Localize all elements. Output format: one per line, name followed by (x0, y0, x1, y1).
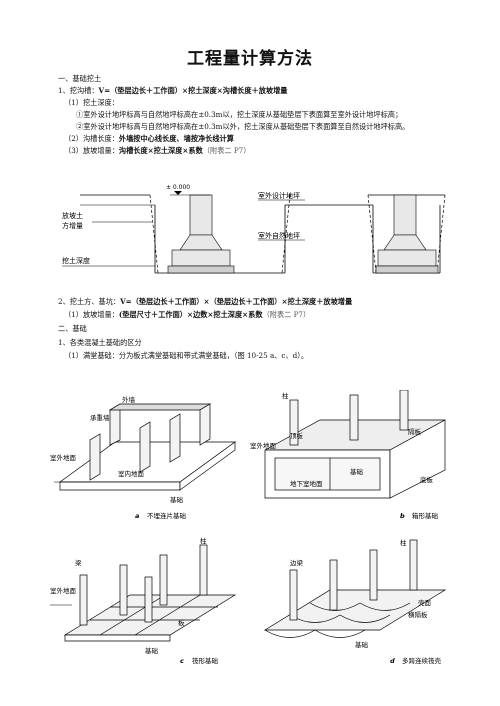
panel-c-label-foundation: 基础 (145, 646, 159, 655)
excavation-depth-label: 挖土深度 (62, 256, 90, 265)
outdoor-design-grade-label: 室外设计地坪 (258, 191, 300, 200)
foundation-panel-b: 柱 顶板 隔板 室外地面 基础 地下室地面 底板 b 箱形基础 (250, 390, 446, 520)
foundation-panel-a: 外墙 承重墙 室外地面 室内地面 基础 a 不埋连片基础 (50, 395, 237, 520)
slope-increment-label-1: 放坡土 (62, 211, 83, 220)
depth-heading: （1）挖土深度： (64, 98, 119, 107)
panel-a-label-foundation: 基础 (170, 495, 184, 504)
trench-length-line: （2）沟槽长度：外墙按中心线长度、墙按净长线计算 (64, 134, 234, 143)
panel-c-caption: 筏形基础 (192, 656, 219, 665)
panel-b-label-partition: 隔板 (408, 427, 422, 436)
slope-increment-note: （附表二 P7） (202, 146, 251, 155)
panel-b-label-foundation: 基础 (350, 467, 364, 476)
foundation-panel-d: 柱 边梁 壳面 横隔板 基础 d 多跨连续筏壳 (263, 538, 447, 665)
panel-b-label-bottom-slab: 底板 (420, 475, 434, 484)
slope-increment-line: （3）放坡增量：沟槽长度×挖土深度×系数（附表二 P7） (64, 146, 250, 155)
raft-foundation-desc: （1）满堂基础：分为板式满堂基础和带式满堂基础，（图 10-25 a、c、d）。 (64, 351, 309, 360)
panel-b-label-roof-slab: 顶板 (290, 431, 304, 440)
pit-formula-line: 2、挖土方、基坑：V=（垫层边长＋工作面）×（垫层边长＋工作面）×挖土深度＋放坡… (58, 297, 352, 306)
slope-increment-label-2: 方增量 (62, 221, 83, 230)
section-heading-foundation: 二、基础 (58, 324, 87, 333)
pit-slope-note: （附表二 P7） (262, 310, 311, 319)
panel-c-label-slab: 板 (178, 618, 185, 627)
panel-a-label-outdoor-ground: 室外地面 (50, 453, 77, 462)
panel-d-label-column: 柱 (400, 538, 407, 547)
outdoor-natural-grade-label: 室外自然地坪 (258, 231, 300, 240)
panel-b-letter: b (400, 512, 405, 520)
panel-a-label-bearing-wall: 承重墙 (90, 413, 110, 422)
panel-a-label-indoor-ground: 室内地面 (118, 469, 145, 478)
pit-slope-label: （1）放坡增量： (64, 310, 119, 319)
panel-b-label-basement-floor: 地下室地面 (290, 479, 323, 488)
depth-rule-1: ①室外设计地坪标高与自然地坪标高在±0.3m以，挖土深度从基础垫层下表面算至室外… (76, 110, 403, 119)
panel-d-caption: 多跨连续筏壳 (402, 656, 442, 665)
panel-a-label-exterior-wall: 外墙 (122, 395, 136, 404)
pit-formula: V=（垫层边长＋工作面）×（垫层边长＋工作面）×挖土深度＋放坡增量 (120, 297, 353, 306)
panel-c-label-column: 柱 (200, 536, 207, 545)
slope-increment-formula: 沟槽长度×挖土深度×系数 (118, 146, 203, 155)
panel-c-label-outdoor-ground: 室外地面 (50, 586, 77, 595)
panel-b-label-column: 柱 (282, 391, 289, 400)
panel-b-caption: 箱形基础 (412, 511, 439, 520)
panel-d-label-shell: 壳面 (418, 598, 432, 607)
panel-b-label-outdoor-ground: 室外地面 (250, 441, 277, 450)
trench-label: 1、挖沟槽： (58, 86, 99, 95)
trench-length-rule: 外墙按中心线长度、墙按净长线计算 (118, 134, 234, 143)
concrete-foundation-heading: 1、各类混凝土基础的区分 (58, 338, 142, 347)
foundation-panel-c: 柱 梁 室外地面 板 基础 c 筏形基础 (50, 536, 237, 665)
trench-formula-line: 1、挖沟槽：V=（垫层边长＋工作面）×挖土深度×沟槽长度＋放坡增量 (58, 86, 287, 95)
document-title: 工程量计算方法 (187, 49, 313, 69)
trench-formula: V=（垫层边长＋工作面）×挖土深度×沟槽长度＋放坡增量 (98, 86, 288, 95)
pit-slope-line: （1）放坡增量：(垫层尺寸＋工作面）×边数×挖土深度×系数（附表二 P7） (64, 310, 310, 319)
elevation-label: ± 0.000 (166, 184, 190, 191)
footing-right (375, 194, 439, 274)
pit-label: 2、挖土方、基坑： (58, 297, 121, 306)
panel-a-letter: a (135, 512, 139, 520)
trench-length-label: （2）沟槽长度： (64, 134, 119, 143)
footing-left (167, 194, 235, 274)
panel-c-letter: c (180, 657, 184, 665)
trench-section-figure: ± 0.000 室外设计地坪 室外自然地坪 放坡土 方增量 挖土深度 (62, 184, 446, 274)
pit-slope-formula: (垫层尺寸＋工作面）×边数×挖土深度×系数 (118, 310, 263, 319)
panel-d-label-foundation: 基础 (355, 640, 369, 649)
panel-d-label-diaphragm: 横隔板 (408, 610, 428, 619)
section-heading-excavation: 一、基础挖土 (58, 74, 102, 83)
panel-d-letter: d (390, 657, 395, 665)
depth-rule-2: ②室外设计地坪标高与自然地坪标高在±0.3m以外，挖土深度从基础垫层下表面算至自… (76, 122, 410, 131)
panel-d-label-edge-beam: 边梁 (290, 558, 304, 567)
panel-c-label-beam: 梁 (75, 558, 82, 567)
slope-increment-label: （3）放坡增量： (64, 146, 119, 155)
panel-a-caption: 不埋连片基础 (147, 511, 187, 520)
